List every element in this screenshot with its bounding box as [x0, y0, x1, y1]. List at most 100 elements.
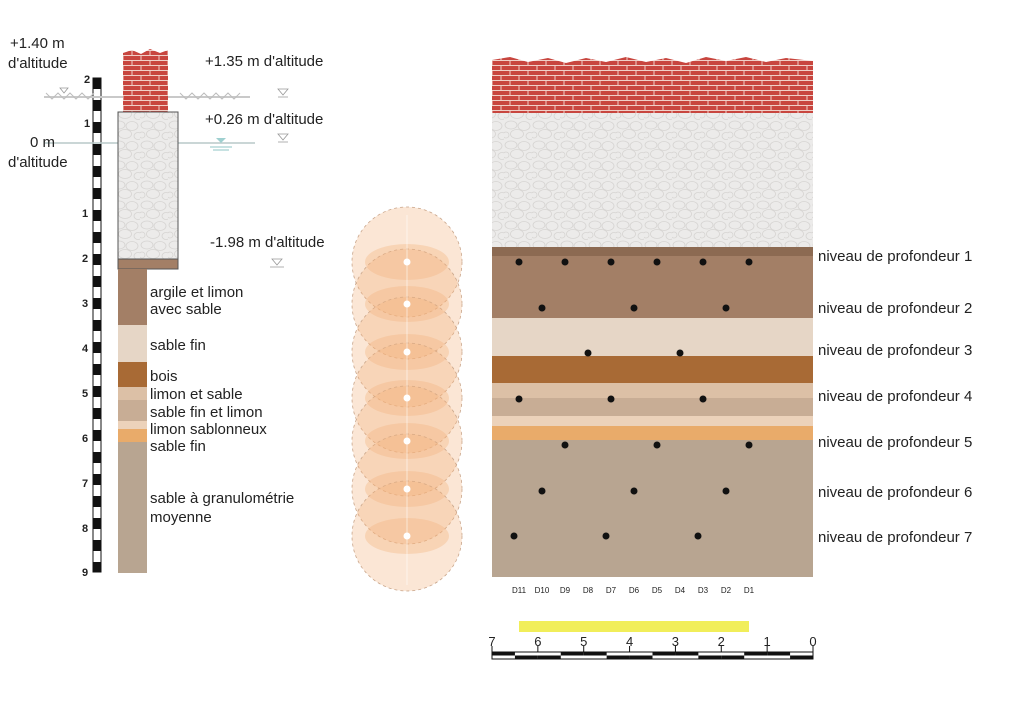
- column-label: D9: [560, 586, 571, 595]
- level-marker-icon: [270, 258, 284, 268]
- scale-segment: [560, 652, 584, 656]
- sample-points: [510, 258, 753, 540]
- layer-label-bois: bois: [150, 368, 178, 385]
- level-label-7: niveau de profondeur 7: [818, 529, 972, 546]
- layer-label-sable-moyen-2: moyenne: [150, 509, 212, 526]
- column-label: D7: [606, 586, 617, 595]
- tick-below-7: 7: [82, 478, 88, 490]
- tick-below-2: 2: [82, 253, 88, 265]
- sample-point: [722, 304, 730, 312]
- layer-limon-sable: [118, 387, 147, 400]
- tick-below-1: 1: [82, 208, 88, 220]
- sample-point: [607, 258, 615, 266]
- sample-point: [584, 349, 592, 357]
- rod-segment: [93, 430, 101, 441]
- column-label: D6: [629, 586, 640, 595]
- rod-segment: [93, 518, 101, 529]
- elevation-top-unit: d'altitude: [8, 55, 68, 72]
- scale-label: 1: [764, 634, 771, 649]
- scale-bar: [491, 646, 814, 660]
- right-brick-layer: [492, 57, 813, 113]
- scale-segment: [492, 652, 515, 656]
- rod-segment: [93, 474, 101, 485]
- right-layer-sable-fin-limon: [492, 398, 813, 416]
- rod-segment: [93, 298, 101, 309]
- tick-above-1: 1: [84, 118, 90, 130]
- rod-segment: [93, 408, 101, 419]
- yellow-span-bar: [519, 621, 749, 632]
- right-layer-top-clay: [492, 247, 813, 256]
- layer-sable-fin-limon: [118, 400, 147, 421]
- sample-point: [653, 441, 661, 449]
- right-layer-sable-fin-2: [492, 426, 813, 440]
- right-layer-limon-sable: [492, 383, 813, 398]
- right-layer-limon-sablonneux: [492, 416, 813, 426]
- left-borehole-section: 2 1 1 2 3 4 5 6 7 8 9: [8, 35, 325, 579]
- sample-point: [561, 258, 569, 266]
- elevation-label-2: +0.26 m d'altitude: [205, 111, 323, 128]
- rod-segment: [93, 144, 101, 155]
- rod-segment: [93, 320, 101, 331]
- level-label-6: niveau de profondeur 6: [818, 484, 972, 501]
- layer-label-argile-1: argile et limon: [150, 284, 243, 301]
- sample-point: [607, 395, 615, 403]
- rod-segment: [93, 210, 101, 221]
- layer-label-argile-2: avec sable: [150, 301, 222, 318]
- rod-segment: [93, 276, 101, 287]
- tick-below-9: 9: [82, 567, 88, 579]
- scale-label: 5: [580, 634, 587, 649]
- right-gravel-layer: [492, 113, 813, 247]
- column-label: D8: [583, 586, 594, 595]
- rod-segment: [93, 386, 101, 397]
- tick-below-3: 3: [82, 298, 88, 310]
- layer-sable-moyen: [118, 442, 147, 573]
- rod-segment: [93, 254, 101, 265]
- scale-label: 2: [718, 634, 725, 649]
- tick-above-2: 2: [84, 74, 90, 86]
- sample-point: [699, 395, 707, 403]
- layer-label-sable-fin: sable fin: [150, 337, 206, 354]
- layer-limon-sablonneux: [118, 421, 147, 429]
- level-marker-icon: [277, 133, 289, 143]
- column-label: D3: [698, 586, 709, 595]
- layer-label-limon-sablonneux: limon sablonneux: [150, 421, 267, 438]
- depth-level-labels: niveau de profondeur 1 niveau de profond…: [818, 248, 972, 546]
- right-layer-sable-fin: [492, 318, 813, 356]
- sample-point: [745, 258, 753, 266]
- right-layer-sable-moyen: [492, 440, 813, 577]
- elevation-zero-unit: d'altitude: [8, 154, 68, 171]
- rod-segment: [93, 364, 101, 375]
- left-layer-labels: argile et limon avec sable sable fin boi…: [150, 284, 294, 526]
- left-soil-layers: [117, 258, 179, 573]
- rod-segment: [93, 342, 101, 353]
- sample-point: [694, 532, 702, 540]
- sample-point: [538, 487, 546, 495]
- level-label-3: niveau de profondeur 3: [818, 342, 972, 359]
- layer-label-limon-sable: limon et sable: [150, 386, 243, 403]
- rod-segment: [93, 166, 101, 177]
- rod-segment: [93, 188, 101, 199]
- sample-point: [722, 487, 730, 495]
- column-label: D11: [512, 586, 527, 595]
- scale-label: 0: [809, 634, 816, 649]
- rod-segment: [93, 496, 101, 507]
- rod-segment: [93, 452, 101, 463]
- sample-point: [602, 532, 610, 540]
- level-label-4: niveau de profondeur 4: [818, 388, 972, 405]
- scale-label: 6: [534, 634, 541, 649]
- layer-label-sable-fin-2: sable fin: [150, 438, 206, 455]
- tick-below-8: 8: [82, 523, 88, 535]
- scale-segment: [767, 652, 791, 656]
- level-marker-icon: [277, 88, 289, 98]
- right-profile-section: niveau de profondeur 1 niveau de profond…: [488, 57, 972, 660]
- sample-point: [561, 441, 569, 449]
- scale-segment: [698, 655, 722, 659]
- scale-segment: [537, 655, 561, 659]
- elevation-label-1: +1.35 m d'altitude: [205, 53, 323, 70]
- elevation-label-3: -1.98 m d'altitude: [210, 234, 325, 251]
- column-label: D4: [675, 586, 686, 595]
- rod-segment: [93, 540, 101, 551]
- measuring-rod: [92, 77, 102, 573]
- column-label: D5: [652, 586, 663, 595]
